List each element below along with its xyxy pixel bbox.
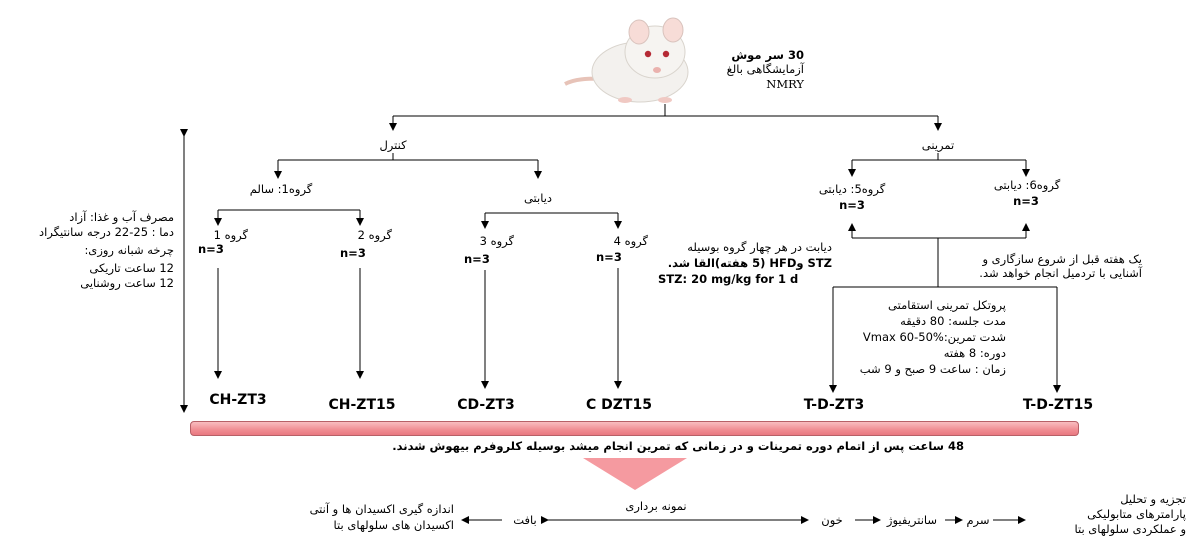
- analysis-line-3: و عملکردی سلولهای بتا: [1074, 522, 1186, 536]
- group-6-n: n=3: [1013, 194, 1039, 208]
- measure-line-1: اندازه گیری اکسیدان ها و آنتی: [309, 502, 454, 516]
- familiarization-line-2: آشنایی با تردمیل انجام خواهد شد.: [979, 266, 1142, 280]
- funnel-shape: [583, 458, 687, 490]
- analysis-line-2: پارامترهای متابولیکی: [1087, 507, 1186, 521]
- group-5-n: n=3: [839, 198, 865, 212]
- label-t-d-zt3: T-D-ZT3: [803, 397, 865, 413]
- protocol-intensity: شدت تمرین:Vmax 60-50%: [862, 330, 1006, 344]
- protocol-title: پروتکل تمرینی استقامتی: [888, 298, 1006, 312]
- healthy-group-label: گروه1: سالم: [249, 182, 313, 196]
- group-5-name: گروه5: دیابتی: [818, 182, 886, 196]
- group-1-name: گروه 1: [213, 228, 248, 242]
- group-4-name: گروه 4: [613, 234, 648, 248]
- group-1-n: n=3: [198, 242, 224, 256]
- sampling-tissue: بافت: [513, 513, 537, 527]
- group-6-name: گروه6: دیابتی: [993, 178, 1061, 192]
- analysis-line-1: تجزیه و تحلیل: [1120, 492, 1186, 506]
- label-c-dzt15: C DZT15: [586, 397, 652, 413]
- sampling-centrifuge: سانتریفیوژ: [886, 513, 938, 527]
- label-t-d-zt15: T-D-ZT15: [1022, 397, 1094, 413]
- group-3-name: گروه 3: [479, 234, 514, 248]
- rats-type: آزمایشگاهی بالغ: [726, 62, 804, 76]
- group-3-n: n=3: [464, 252, 490, 266]
- protocol-period: دوره: 8 هفته: [943, 346, 1006, 360]
- diabetes-note-line-1: دیابت در هر چهار گروه بوسیله: [687, 240, 832, 254]
- sampling-blood: خون: [821, 513, 843, 527]
- label-ch-zt3: CH-ZT3: [209, 392, 267, 408]
- group-4-n: n=3: [596, 250, 622, 264]
- sampling-title: نمونه برداری: [625, 499, 687, 513]
- timeline-bar: [190, 421, 1079, 436]
- control-branch-label: کنترل: [379, 138, 407, 152]
- diabetes-note-line-3: STZ: 20 mg/kg for 1 d: [658, 272, 799, 286]
- group-2-name: گروه 2: [357, 228, 392, 242]
- label-cd-zt3: CD-ZT3: [457, 397, 515, 413]
- rats-strain: NMRY: [766, 77, 804, 91]
- protocol-time: زمان : ساعت 9 صبح و 9 شب: [859, 362, 1006, 376]
- conditions-line-3: چرخه شبانه روزی:: [84, 243, 174, 257]
- measure-line-2: اکسیدان های سلولهای بتا: [333, 518, 454, 532]
- familiarization-line-1: یک هفته قبل از شروع سازگاری و: [982, 252, 1142, 266]
- group-2-n: n=3: [340, 246, 366, 260]
- conditions-line-1: مصرف آب و غذا: آزاد: [69, 210, 174, 224]
- conditions-line-4: 12 ساعت تاریکی: [89, 261, 174, 275]
- anesthesia-note: 48 ساعت پس از اتمام دوره تمرینات و در زم…: [392, 439, 964, 453]
- conditions-line-2: دما : 25-22 درجه سانتیگراد: [39, 225, 174, 239]
- conditions-line-5: 12 ساعت روشنایی: [80, 276, 174, 290]
- rat-illustration: [560, 6, 720, 112]
- training-branch-label: تمرینی: [921, 138, 955, 152]
- label-ch-zt15: CH-ZT15: [328, 397, 396, 413]
- protocol-duration: مدت جلسه: 80 دقیقه: [900, 314, 1006, 328]
- diabetic-control-label: دیابتی: [523, 191, 553, 205]
- diabetes-note-line-2: STZ وHFD (5 هفته)القا شد.: [667, 256, 832, 270]
- sampling-serum: سرم: [966, 513, 990, 527]
- rats-count: 30 سر موش: [731, 48, 804, 62]
